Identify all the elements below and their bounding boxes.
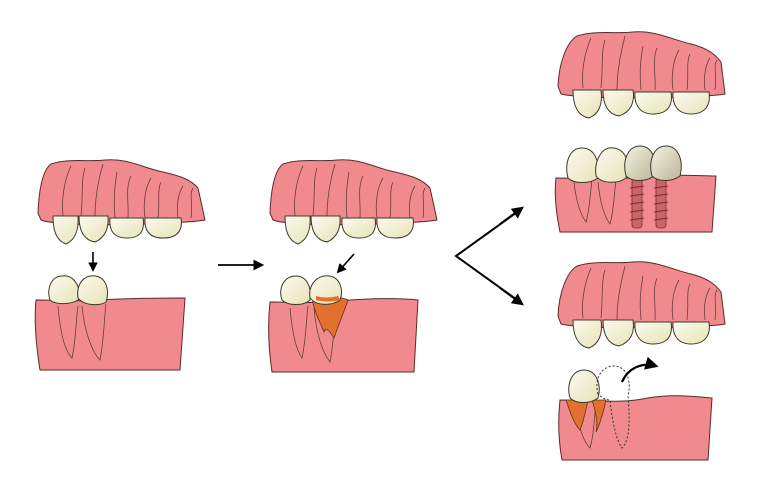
- lower-jaw-2: [268, 275, 419, 373]
- stage-2-tooth-decay: [268, 159, 438, 373]
- decay-arrow-icon: [336, 253, 355, 274]
- lower-jaw-1: [34, 275, 186, 371]
- stage-4-tooth-extraction: [557, 261, 726, 461]
- decay-area-extraction: [565, 399, 607, 433]
- lower-jaw-implant: [554, 145, 717, 233]
- branch-arrow-down-icon: [499, 287, 524, 306]
- stage-3-implant-treatment: [554, 31, 726, 233]
- branch-arrow-up-icon: [499, 206, 524, 225]
- branch-arrows: [454, 206, 524, 306]
- implant-icon: [629, 177, 669, 229]
- extraction-arrow-icon: [620, 356, 659, 383]
- lower-jaw-extraction: [558, 356, 713, 461]
- stage-1-opposing-teeth: [34, 159, 206, 371]
- upper-jaw-2: [269, 159, 438, 245]
- upper-jaw-3: [557, 31, 726, 119]
- upper-jaw-4: [557, 261, 726, 349]
- upper-jaw-1: [37, 159, 206, 245]
